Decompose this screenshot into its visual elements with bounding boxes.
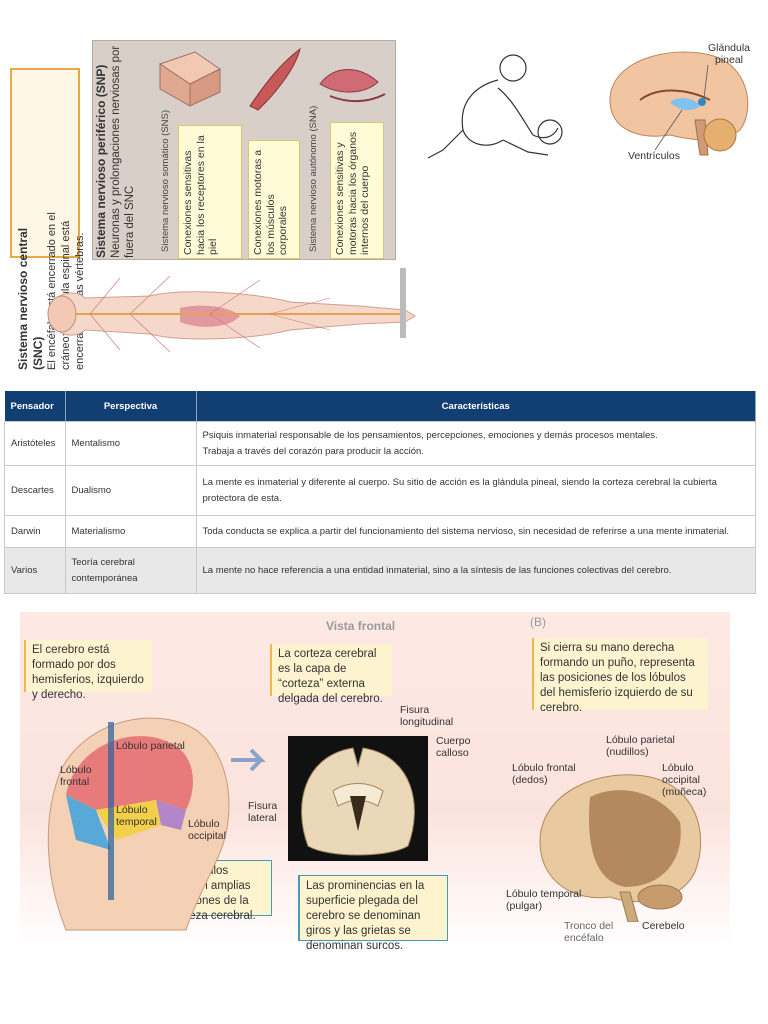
snc-box: Sistema nervioso central (SNC) El encéfa… [10,68,86,370]
cell-pensador: Darwin [4,515,66,548]
label-tronco: Tronco del encéfalo [564,920,614,945]
cell-caracteristicas: La mente es inmaterial y diferente al cu… [195,465,756,516]
sns-label: Sistema nervioso somático (SNS) [160,109,171,252]
cell-pensador: Aristóteles [4,421,66,466]
label-occipital: Lóbulo occipital [188,818,226,843]
header-caracteristicas: Características [196,391,756,422]
table-row: Varios Teoría cerebral contemporánea La … [4,547,756,594]
autonomic-text: Conexiones sensitivas y motoras hacia lo… [334,131,372,255]
ventricles-label: Ventrículos [628,150,680,162]
cell-line: Psiquis inmaterial responsable de los pe… [202,430,658,442]
snp-text: Neuronas y prolongaciones nerviosas por … [110,45,137,258]
coronal-section-illustration [288,736,428,861]
label-b-frontal: Lóbulo frontal (dedos) [512,762,576,787]
cell-line: Trabaja a través del corazón para produc… [202,445,424,457]
table-row: Descartes Dualismo La mente es inmateria… [4,465,756,516]
header-pensador: Pensador [4,391,66,422]
note-corteza: La corteza cerebral es la capa de “corte… [270,644,392,705]
thinkers-table: Pensador Perspectiva Características Ari… [4,391,756,594]
table-row: Darwin Materialismo Toda conducta se exp… [4,515,756,548]
cell-pensador: Descartes [4,465,66,516]
body-nervous-system-illustration [47,268,416,353]
label-frontal: Lóbulo frontal [60,764,92,789]
brain-pineal-illustration [609,51,749,156]
descartes-figure-illustration [427,54,563,159]
label-b-occipital: Lóbulo occipital (muñeca) [662,762,707,799]
label-b-temporal: Lóbulo temporal (pulgar) [506,888,582,913]
motor-text: Conexiones motoras a los músculos corpor… [252,149,290,255]
fist-brain-illustration [539,774,702,922]
cell-caracteristicas: Psiquis inmaterial responsable de los pe… [195,421,756,466]
skin-illustration [158,51,221,107]
header-perspectiva: Perspectiva [65,391,197,422]
pineal-label: Glándula pineal [707,42,751,67]
label-cerebelo: Cerebelo [642,920,685,932]
label-b-parietal: Lóbulo parietal (nudillos) [606,734,675,759]
label-fisura-longitudinal: Fisura longitudinal [400,704,454,729]
organs-illustration [319,69,386,102]
cell-caracteristicas: La mente no hace referencia a una entida… [195,547,756,594]
panel-b-marker: (B) [530,615,546,629]
sensory-box: Conexiones sensitivas hacia los receptor… [178,125,242,259]
cell-caracteristicas: Toda conducta se explica a partir del fu… [195,515,756,548]
snp-illustrations [158,47,386,111]
label-temporal: Lóbulo temporal [116,804,157,829]
cell-perspectiva: Teoría cerebral contemporánea [64,547,197,594]
cell-perspectiva: Materialismo [64,515,197,548]
vista-frontal-label: Vista frontal [326,619,396,633]
muscle-illustration [249,47,301,111]
cell-perspectiva: Mentalismo [64,421,197,466]
label-parietal: Lóbulo parietal [116,740,185,752]
table-header-row: Pensador Perspectiva Características [4,391,756,422]
label-cuerpo-calloso: Cuerpo calloso [436,735,471,760]
label-fisura-lateral: Fisura lateral [248,800,278,825]
note-prominencias: Las prominencias en la superficie plegad… [298,875,448,952]
cell-pensador: Varios [4,547,66,594]
motor-box: Conexiones motoras a los músculos corpor… [248,140,300,259]
cell-perspectiva: Dualismo [64,465,197,516]
snp-text-block: Sistema nervioso periférico (SNP) Neuron… [94,43,138,258]
table-row: Aristóteles Mentalismo Psiquis inmateria… [4,421,756,466]
note-mano: Si cierra su mano derecha formando un pu… [532,638,708,714]
sna-label: Sistema nervioso autónomo (SNA) [308,105,319,252]
autonomic-box: Conexiones sensitivas y motoras hacia lo… [330,122,384,259]
sensory-text: Conexiones sensitivas hacia los receptor… [182,135,220,255]
snp-title: Sistema nervioso periférico (SNP) [94,64,108,258]
head-lobes-illustration [47,717,266,931]
note-hemispheres: El cerebro está formado por dos hemisfer… [24,640,152,701]
